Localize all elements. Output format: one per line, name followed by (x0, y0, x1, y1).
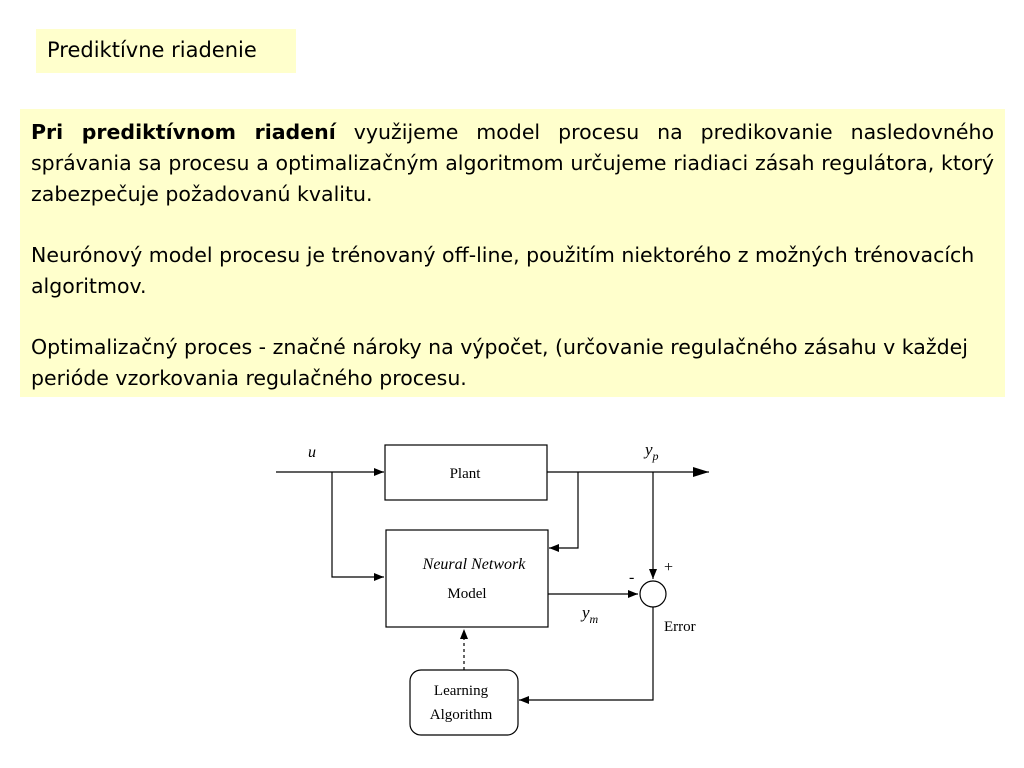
model-label-line1: Neural Network (422, 556, 527, 573)
ym-label-sub: m (590, 612, 599, 626)
learning-label-line2: Algorithm (430, 707, 493, 723)
slide-title: Prediktívne riadenie (36, 29, 296, 73)
paragraph-3: Optimalizačný proces - značné nároky na … (31, 335, 968, 390)
learning-label-line1: Learning (434, 683, 489, 699)
plant-label: Plant (450, 466, 482, 482)
ym-label-main: y (580, 603, 590, 622)
text-panel: Pri prediktívnom riadení využijeme model… (20, 109, 1005, 397)
ym-label: ym (580, 603, 599, 626)
paragraph-1-text: využijeme model procesu na predikovanie … (31, 120, 994, 206)
yp-label: yp (643, 440, 659, 463)
model-label-line2: Model (447, 586, 486, 602)
error-feedback-line (519, 607, 654, 704)
neural-network-model-block (385, 529, 549, 628)
learning-algorithm-block (409, 669, 519, 736)
plant-output-feedback-line (549, 472, 579, 552)
yp-label-main: y (643, 440, 653, 459)
summing-junction (639, 580, 667, 608)
input-label: u (308, 444, 316, 461)
plus-sign: + (664, 559, 673, 576)
paragraph-1: Pri prediktívnom riadení využijeme model… (31, 117, 994, 210)
input-branch-line (331, 472, 384, 581)
minus-sign: - (629, 569, 634, 586)
error-label: Error (664, 619, 696, 635)
paragraph-2: Neurónový model procesu je trénovaný off… (31, 243, 975, 298)
yp-label-sub: p (652, 449, 659, 463)
paragraph-1-bold-lead: Pri prediktívnom riadení (31, 120, 336, 144)
